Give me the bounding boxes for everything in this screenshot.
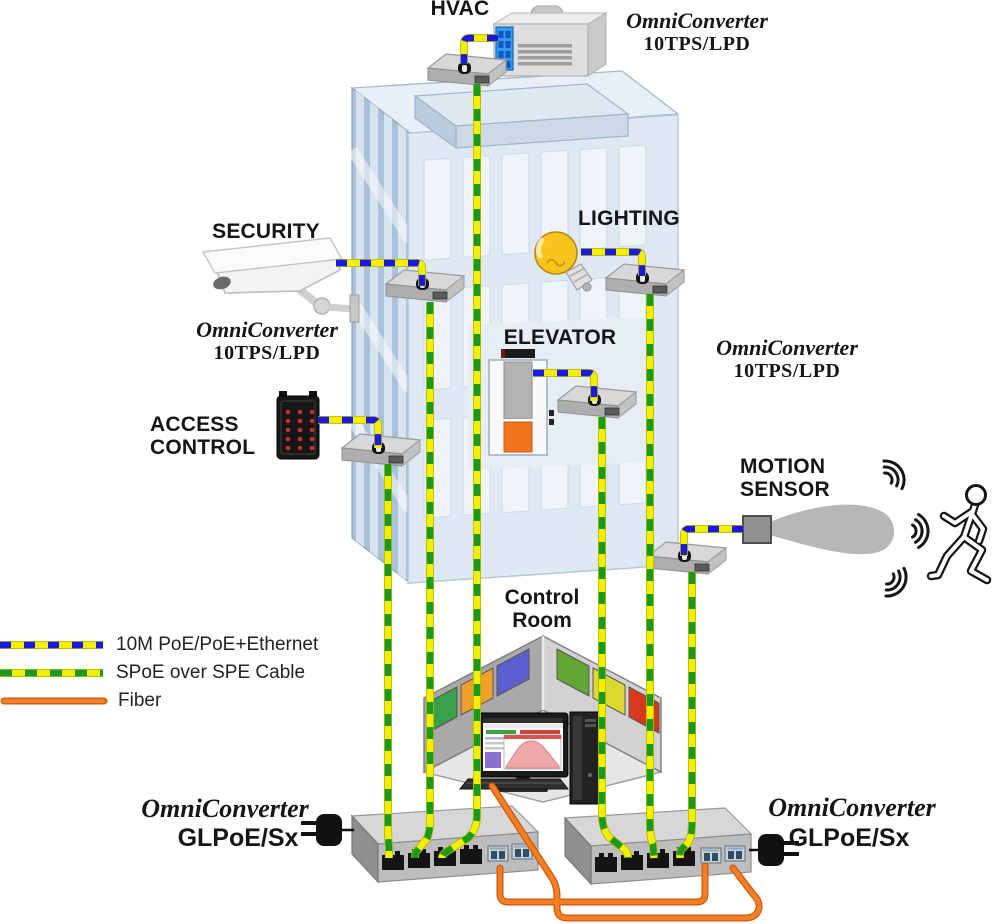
motion-sensor-label-line1: MOTION <box>740 455 826 478</box>
converter-left-model: 10TPS/LPD <box>213 342 321 364</box>
legend-poe-label: 10M PoE/PoE+Ethernet <box>116 634 319 655</box>
switch-left-name: OmniConverter <box>141 794 309 823</box>
security-camera-icon <box>201 237 360 323</box>
converter-right-name: OmniConverter <box>716 335 858 360</box>
access-control-label-line2: CONTROL <box>150 436 256 459</box>
poe-switch-right <box>564 807 752 885</box>
building-left-face <box>347 86 415 585</box>
legend-fiber-label: Fiber <box>118 690 162 711</box>
motion-sensor-label-line2: SENSOR <box>740 478 830 501</box>
motion-sensor-icon <box>742 504 895 555</box>
control-room-label-line1: Control <box>504 586 580 609</box>
hvac-unit-icon <box>492 5 608 77</box>
control-room-icon <box>422 634 663 805</box>
keyboard-icon <box>458 778 570 790</box>
converter-top-name: OmniConverter <box>626 8 768 33</box>
converter-top-model: 10TPS/LPD <box>643 33 751 55</box>
legend-spoe-label: SPoE over SPE Cable <box>116 662 306 683</box>
access-control-label-line1: ACCESS <box>150 413 239 436</box>
hvac-label: HVAC <box>430 0 490 20</box>
computer-tower-icon <box>569 711 601 805</box>
rooftop-platform <box>413 83 630 150</box>
detection-cone-icon <box>770 504 895 555</box>
power-plug-right-icon <box>749 834 799 866</box>
elevator-label: ELEVATOR <box>503 326 617 349</box>
converter-right-model: 10TPS/LPD <box>733 360 841 382</box>
monitor-icon <box>477 712 569 792</box>
lighting-label: LIGHTING <box>578 207 680 230</box>
signal-waves-icon <box>882 459 930 598</box>
converter-left-name: OmniConverter <box>196 317 338 342</box>
switch-right-model: GLPoE/Sx <box>788 824 910 852</box>
light-bulb-icon <box>534 231 593 292</box>
walking-person-icon <box>926 484 992 585</box>
switch-left-model: GLPoE/Sx <box>177 824 299 852</box>
security-label: SECURITY <box>212 220 320 243</box>
switch-right-name: OmniConverter <box>768 793 936 822</box>
control-room-label-line2: Room <box>512 609 572 632</box>
power-plug-left-icon <box>301 814 354 846</box>
access-keypad-icon <box>276 391 320 460</box>
